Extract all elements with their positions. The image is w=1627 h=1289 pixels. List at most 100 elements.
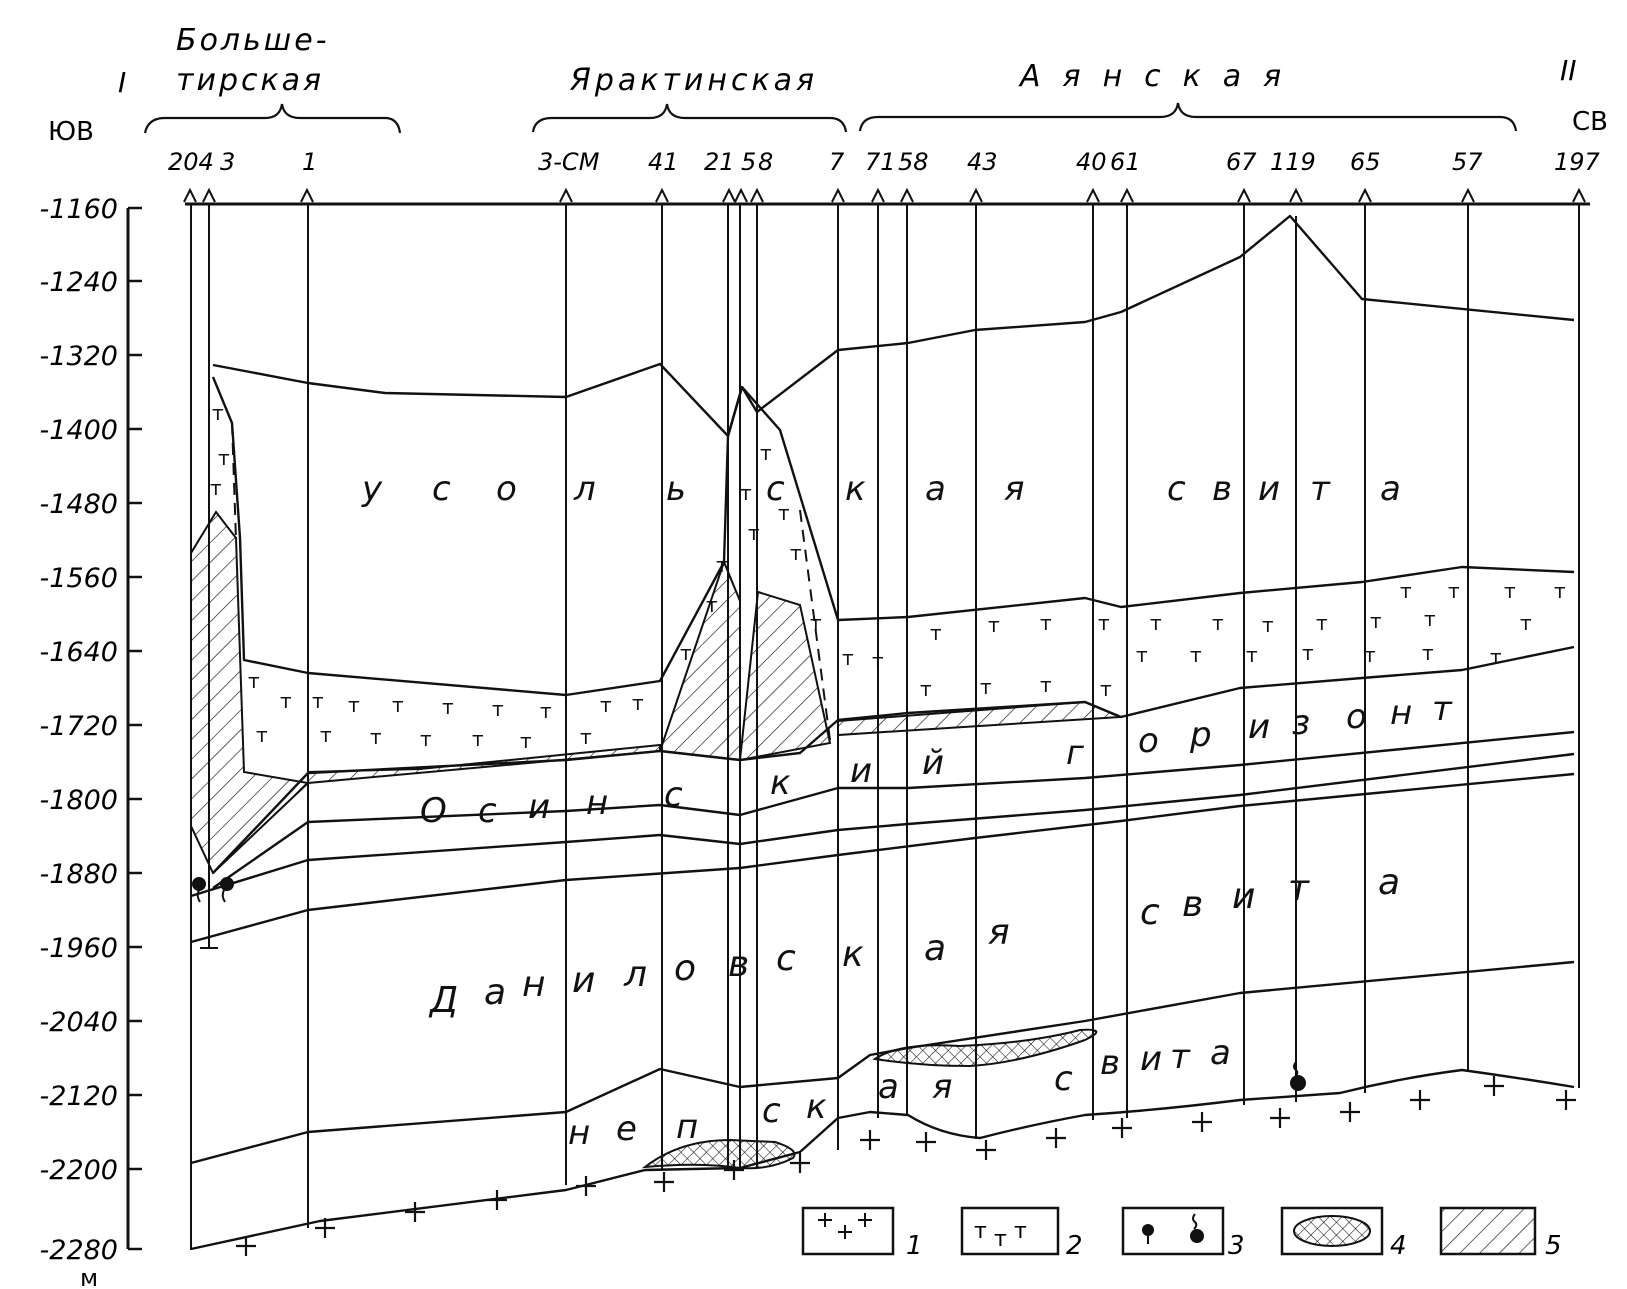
- well-label: 8: [758, 148, 773, 176]
- svg-text:Д: Д: [428, 980, 458, 1021]
- svg-text:4: 4: [1390, 1231, 1407, 1261]
- svg-text:а: а: [484, 972, 506, 1013]
- well-lines: [190, 204, 1580, 1250]
- depth-tick-label: -1560: [40, 563, 118, 594]
- direction-left: ЮВ: [48, 117, 94, 147]
- well-label: 65: [1350, 148, 1381, 176]
- svg-text:и: и: [528, 787, 550, 827]
- svg-text:г: г: [1066, 733, 1085, 773]
- svg-text:т: т: [760, 441, 772, 465]
- svg-text:т: т: [1424, 607, 1436, 631]
- svg-text:т: т: [1370, 609, 1382, 633]
- svg-text:т: т: [600, 693, 612, 717]
- well-label: 3: [220, 148, 235, 176]
- svg-text:л: л: [623, 954, 647, 995]
- depth-tick-label: -1880: [40, 859, 118, 890]
- well-label: 57: [1452, 148, 1483, 176]
- danilovskaya-internal: [190, 772, 1575, 944]
- svg-text:т: т: [442, 695, 454, 719]
- well-label: 7: [829, 148, 845, 176]
- svg-text:т: т: [212, 401, 224, 425]
- svg-text:с: с: [762, 1091, 781, 1131]
- svg-text:к: к: [806, 1087, 827, 1127]
- depth-unit: м: [80, 1264, 98, 1289]
- svg-text:в: в: [1100, 1043, 1120, 1083]
- svg-text:т: т: [1400, 579, 1412, 603]
- area-name: Больше-: [176, 23, 330, 58]
- direction-right: СВ: [1572, 107, 1608, 137]
- svg-text:с: с: [766, 469, 785, 509]
- svg-text:т: т: [280, 689, 292, 713]
- oil-show-icon: [192, 877, 206, 891]
- svg-text:а: а: [925, 469, 946, 509]
- svg-text:с: с: [1167, 469, 1186, 509]
- svg-text:т: т: [1302, 641, 1314, 665]
- svg-text:я: я: [988, 912, 1010, 953]
- well-label: 43: [967, 148, 998, 176]
- svg-text:р: р: [1189, 715, 1212, 755]
- svg-text:т: т: [1014, 1219, 1027, 1244]
- svg-text:с: с: [432, 469, 451, 509]
- svg-text:т: т: [810, 611, 822, 635]
- svg-text:3: 3: [1228, 1231, 1245, 1261]
- svg-text:т: т: [632, 691, 644, 715]
- svg-text:ь: ь: [666, 469, 686, 509]
- basement-crosses: [236, 1076, 1576, 1256]
- top-usolskaya: [212, 214, 1575, 438]
- svg-text:т: т: [1170, 1037, 1191, 1077]
- svg-text:т: т: [1246, 643, 1258, 667]
- svg-text:и: и: [1258, 469, 1280, 509]
- svg-text:т: т: [580, 725, 592, 749]
- hatch-zone: [738, 590, 832, 762]
- svg-text:т: т: [218, 446, 230, 470]
- legend-item-4: 4: [1280, 1206, 1407, 1261]
- legend-item-2: т т т 2: [960, 1206, 1083, 1261]
- depth-tick-label: -1960: [40, 933, 118, 964]
- svg-text:к: к: [845, 469, 866, 509]
- svg-text:а: а: [878, 1067, 899, 1107]
- oil-show-icon: [1290, 1075, 1306, 1091]
- svg-text:т: т: [540, 699, 552, 723]
- svg-text:т: т: [520, 729, 532, 753]
- svg-text:я: я: [1004, 469, 1024, 509]
- well-label: 71: [865, 148, 896, 176]
- svg-text:у: у: [361, 469, 383, 509]
- svg-text:а: а: [924, 928, 946, 969]
- svg-text:1: 1: [906, 1231, 923, 1261]
- svg-text:л: л: [573, 469, 596, 509]
- well-label: 1: [302, 148, 317, 176]
- top-danilovskaya: [190, 752, 1575, 898]
- svg-text:т: т: [1100, 677, 1112, 701]
- formation-osinsky: О с и н с к и й г о р и з о н т: [420, 689, 1453, 831]
- svg-text:т: т: [210, 476, 222, 500]
- svg-text:т: т: [348, 693, 360, 717]
- section-start-label: I: [118, 66, 126, 99]
- well-label: 5: [741, 148, 756, 176]
- depth-tick-label: -1320: [40, 341, 118, 372]
- header: I II ЮВ СВ Больше- тирская Ярактинская А…: [48, 23, 1608, 147]
- well-label: 197: [1554, 148, 1601, 176]
- lens: [872, 1028, 1098, 1068]
- svg-text:т: т: [1490, 645, 1502, 669]
- well-label: 61: [1110, 148, 1141, 176]
- gas-show-icon: [220, 877, 234, 891]
- depth-tick-label: -1160: [40, 194, 118, 225]
- lens: [641, 1138, 796, 1170]
- well-markers: [183, 187, 1590, 206]
- depth-tick-label: -2200: [40, 1155, 118, 1186]
- svg-text:т: т: [1098, 611, 1110, 635]
- oil-gas-shows: [192, 877, 1306, 1091]
- svg-text:о: о: [1346, 697, 1367, 737]
- depth-tick-label: -1480: [40, 489, 118, 520]
- svg-text:и: и: [572, 960, 595, 1001]
- svg-text:т: т: [778, 501, 790, 525]
- well-label: 119: [1270, 148, 1316, 176]
- area-name: Аянская: [1018, 59, 1303, 94]
- area-brace: [858, 102, 1518, 132]
- svg-text:к: к: [842, 934, 864, 975]
- svg-text:в: в: [1182, 884, 1203, 925]
- svg-text:о: о: [674, 948, 696, 989]
- svg-text:т: т: [1040, 611, 1052, 635]
- legend-item-3: 3: [1121, 1206, 1245, 1261]
- svg-text:т: т: [716, 553, 728, 577]
